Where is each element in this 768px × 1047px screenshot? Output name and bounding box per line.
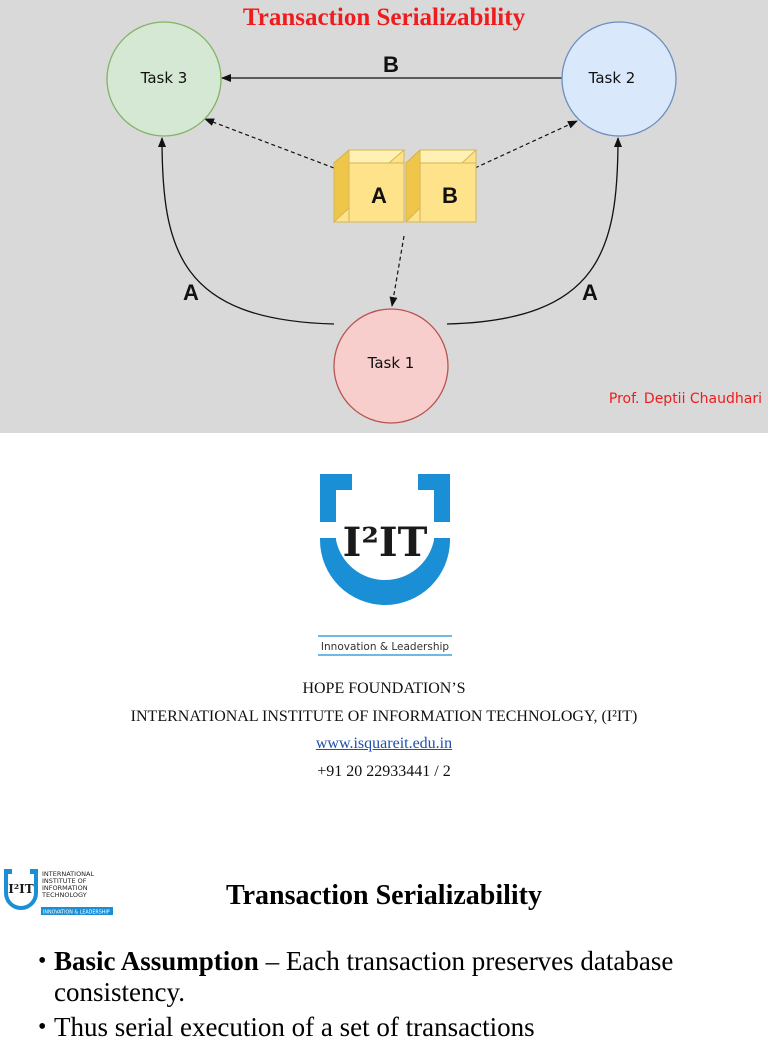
edge-label-top: B bbox=[383, 52, 399, 77]
dashed-edge-to-task2 bbox=[474, 120, 578, 169]
bullet-bold-term: Basic Assumption bbox=[54, 946, 259, 976]
diagram-canvas: B A A Task 3 Task 2 Task 1 bbox=[106, 21, 677, 424]
logo-tagline: Innovation & Leadership bbox=[321, 641, 449, 653]
edge-label-left: A bbox=[183, 280, 199, 305]
i2it-logo: I²IT Innovation & Leadership bbox=[318, 474, 452, 656]
svg-text:INNOVATION & LEADERSHIP: INNOVATION & LEADERSHIP bbox=[43, 910, 110, 916]
data-item-box-a: A bbox=[332, 148, 406, 224]
website-link[interactable]: www.isquareit.edu.in bbox=[315, 735, 453, 752]
node-task2: Task 2 bbox=[561, 21, 677, 137]
edge-label-right: A bbox=[582, 280, 598, 305]
box-a-label: A bbox=[371, 183, 387, 208]
i2it-logo-text: I²IT bbox=[343, 519, 428, 566]
svg-text:INTERNATIONAL: INTERNATIONAL bbox=[42, 870, 94, 878]
institute-name: INTERNATIONAL INSTITUTE OF INFORMATION T… bbox=[130, 708, 638, 725]
dashed-edge-to-task1 bbox=[389, 235, 405, 307]
foundation-name: HOPE FOUNDATION’S bbox=[302, 680, 466, 697]
diagram-slide: Transaction Serializability B A A Task 3… bbox=[0, 0, 768, 433]
edge-task1-to-task3 bbox=[158, 137, 335, 325]
data-item-box-b: B bbox=[404, 148, 478, 224]
website-line: www.isquareit.edu.in bbox=[0, 734, 768, 754]
phone-number: +91 20 22933441 / 2 bbox=[317, 763, 451, 780]
edge-task1-to-task2 bbox=[446, 137, 622, 325]
dashed-edge-to-task3 bbox=[204, 118, 335, 169]
svg-text:INFORMATION: INFORMATION bbox=[42, 884, 88, 892]
task1-label: Task 1 bbox=[367, 354, 415, 372]
bullet-item: Basic Assumption – Each transaction pres… bbox=[38, 946, 738, 1008]
task3-label: Task 3 bbox=[140, 69, 188, 87]
bullet-text: Thus serial execution of a set of transa… bbox=[54, 1012, 535, 1042]
svg-text:INSTITUTE OF: INSTITUTE OF bbox=[42, 877, 87, 885]
diagram-title: Transaction Serializability bbox=[242, 4, 526, 31]
bullet-item: Thus serial execution of a set of transa… bbox=[38, 1012, 738, 1043]
box-b-label: B bbox=[442, 183, 458, 208]
bullet-list: Basic Assumption – Each transaction pres… bbox=[38, 946, 738, 1047]
i2it-small-logo: I²IT INTERNATIONAL INSTITUTE OF INFORMAT… bbox=[4, 869, 113, 916]
author-credit: Prof. Deptii Chaudhari bbox=[608, 391, 762, 407]
task2-label: Task 2 bbox=[588, 69, 636, 87]
small-logo-mark: I²IT bbox=[8, 882, 33, 896]
slide-title: Transaction Serializability bbox=[225, 880, 543, 911]
node-task3: Task 3 bbox=[106, 21, 222, 137]
node-task1: Task 1 bbox=[333, 308, 449, 424]
bullet-text: – Each transaction preserves database co… bbox=[54, 946, 674, 1007]
svg-text:TECHNOLOGY: TECHNOLOGY bbox=[41, 891, 87, 899]
